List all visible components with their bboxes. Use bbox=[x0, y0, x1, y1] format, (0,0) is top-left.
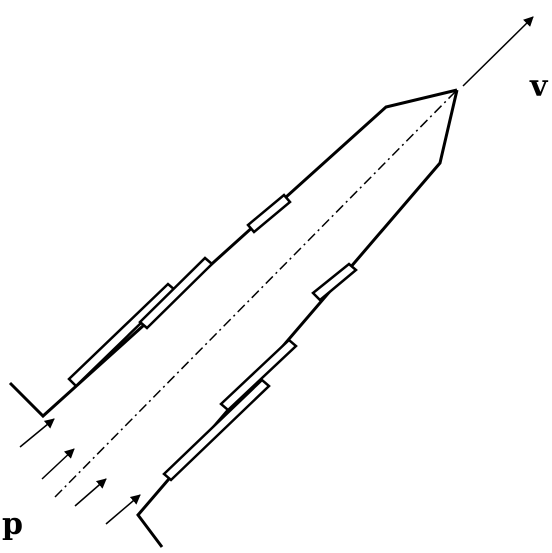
rocket-lower-wall bbox=[136, 89, 459, 548]
pressure-label: p bbox=[2, 507, 23, 542]
upper-tab-middle bbox=[138, 256, 214, 330]
pressure-arrow-2 bbox=[41, 448, 75, 480]
pressure-arrow-3 bbox=[74, 478, 107, 507]
pressure-arrow-1 bbox=[19, 418, 55, 448]
velocity-label: v bbox=[529, 69, 549, 104]
pressure-arrow-4 bbox=[105, 494, 141, 525]
lower-tab-middle bbox=[219, 338, 298, 412]
upper-tab-front bbox=[246, 193, 292, 234]
center-axis-line bbox=[54, 89, 458, 498]
velocity-arrow bbox=[462, 16, 534, 87]
lower-tab-outer bbox=[162, 378, 271, 482]
lower-tab-front bbox=[311, 262, 358, 302]
upper-tab-outer bbox=[67, 282, 177, 388]
rocket-upper-wall bbox=[8, 88, 458, 419]
